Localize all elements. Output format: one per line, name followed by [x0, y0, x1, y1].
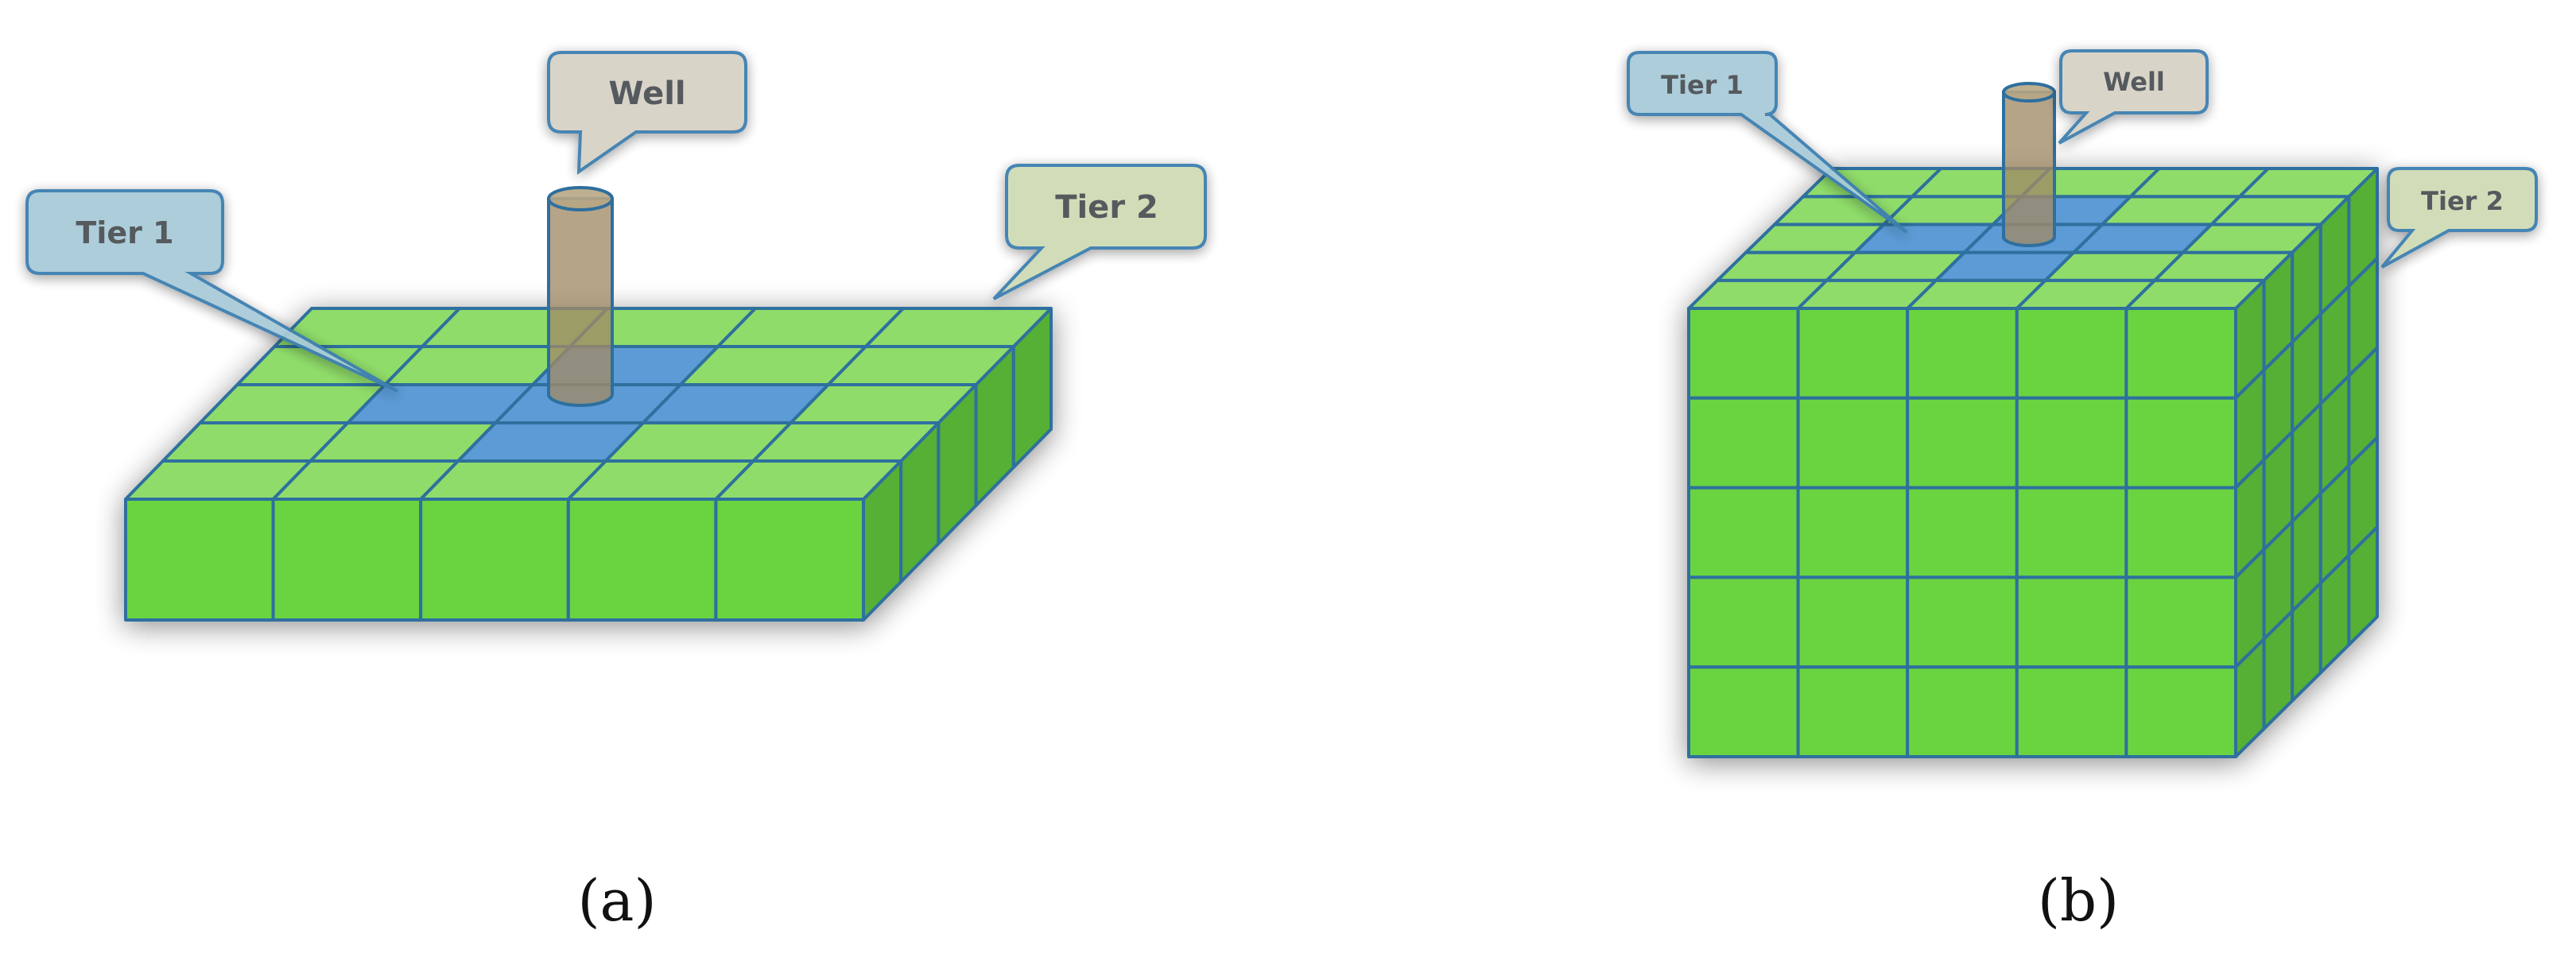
panel-a-front-cell	[419, 498, 570, 622]
panel-b-front-cell	[1796, 396, 1910, 490]
panel-a-callout-tier1: Tier 1	[25, 189, 398, 393]
panel-a-well-body	[547, 197, 614, 407]
panel-b-callout-tier1-shape	[1627, 51, 1908, 234]
panel-a-well-top	[547, 186, 614, 211]
panel-a-front-cell	[271, 498, 423, 622]
panel-b-front-cell	[1906, 396, 2019, 490]
panel-b: Tier 1 Well Tier 2 (b)	[1627, 49, 2538, 934]
panel-b-front-cell	[1906, 665, 2019, 758]
panel-b-callout-tier2: Tier 2	[2380, 167, 2538, 269]
panel-b-front-cell	[1906, 575, 2019, 669]
panel-b-callout-well-shape	[2058, 49, 2209, 145]
panel-b-grid	[1687, 167, 2379, 758]
panel-a-callout-tier1-label: Tier 1	[76, 215, 173, 250]
panel-b-well-body	[2002, 91, 2056, 247]
panel-b-front-cell	[2015, 307, 2128, 400]
panel-b-front-cell	[2015, 665, 2128, 758]
panel-a-well	[547, 186, 614, 407]
panel-b-top-cell	[2238, 167, 2379, 199]
panel-b-callout-tier2-label: Tier 2	[2421, 186, 2504, 216]
panel-a-callout-tier2-shape	[992, 164, 1207, 300]
panel-a-callout-well-label: Well	[608, 76, 685, 112]
panel-b-front-cell	[1687, 486, 1800, 579]
panel-b-front-cell	[2015, 486, 2128, 579]
panel-b-front-cell	[2124, 575, 2237, 669]
panel-b-callout-tier2-shape	[2380, 167, 2538, 269]
panel-b-well-top	[2002, 82, 2056, 103]
panel-b-callout-well: Well	[2058, 49, 2209, 145]
panel-b-front-cell	[2124, 307, 2237, 400]
panel-b-front-cell	[2015, 396, 2128, 490]
panel-b-front-cell	[1796, 307, 1910, 400]
panel-b-caption: (b)	[2038, 867, 2119, 934]
panel-a-callout-tier2-label: Tier 2	[1055, 189, 1158, 226]
panel-b-callout-well-label: Well	[2103, 67, 2165, 97]
panel-a-front-cell	[124, 498, 275, 622]
panel-b-side-cell	[2347, 525, 2379, 647]
panel-b-front-cell	[1906, 486, 2019, 579]
panel-b-front-cell	[1687, 665, 1800, 758]
panel-b-front-cell	[1796, 665, 1910, 758]
panel-a-callout-tier1-shape	[25, 189, 398, 393]
panel-b-front-cell	[1687, 575, 1800, 669]
panel-a: Tier 1 Well Tier 2 (a)	[25, 51, 1207, 934]
panel-b-front-cell	[2124, 486, 2237, 579]
panel-b-front-cell	[1687, 396, 1800, 490]
panel-a-callout-well: Well	[547, 51, 747, 175]
panel-b-callout-tier1: Tier 1	[1627, 51, 1908, 234]
panel-b-front-cell	[2124, 396, 2237, 490]
panel-b-front-cell	[1796, 575, 1910, 669]
panel-a-caption: (a)	[577, 867, 656, 934]
panel-a-callout-well-shape	[547, 51, 747, 175]
panel-b-front-cell	[2124, 665, 2237, 758]
panel-b-front-cell	[1906, 307, 2019, 400]
panel-b-front-cell	[1687, 307, 1800, 400]
panel-a-top-cell	[863, 307, 1053, 348]
panel-b-front-cell	[1796, 486, 1910, 579]
panel-a-callout-tier2: Tier 2	[992, 164, 1207, 300]
panel-b-well	[2002, 82, 2056, 247]
panel-a-grid	[124, 307, 1053, 622]
panel-a-front-cell	[714, 498, 865, 622]
panel-b-callout-tier1-label: Tier 1	[1661, 70, 1744, 100]
panel-a-front-cell	[566, 498, 718, 622]
panel-b-front-cell	[2015, 575, 2128, 669]
